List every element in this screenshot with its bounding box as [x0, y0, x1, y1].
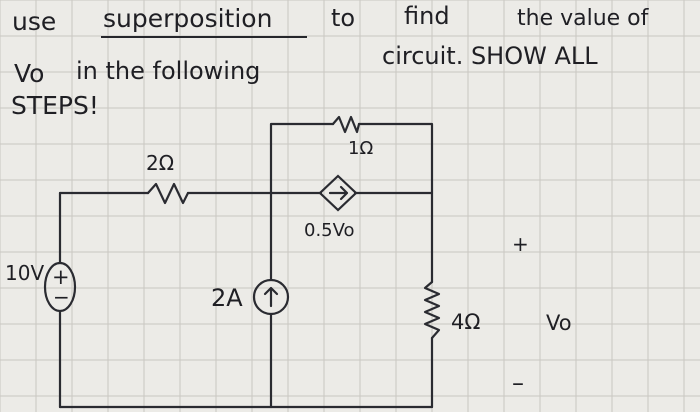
- current-source-up-arrow-icon: [263, 286, 279, 308]
- resistor-4ohm: 4Ω: [423, 280, 480, 340]
- current-source-label: 2A: [211, 284, 243, 312]
- voltage-source-minus: −: [53, 285, 70, 309]
- circuit-wires: [58, 122, 434, 409]
- resistor-1ohm: 1Ω: [331, 115, 373, 159]
- problem-text-vo: Vo: [14, 59, 44, 88]
- dependent-current-source: 0.5Vo: [304, 174, 358, 241]
- problem-text-steps: STEPS!: [11, 91, 99, 120]
- problem-text-find: find: [404, 2, 450, 30]
- problem-text-to: to: [331, 4, 355, 32]
- wire-top-right: [353, 191, 434, 284]
- problem-text-in-the-following: in the following: [76, 57, 260, 85]
- problem-text-use: use: [12, 7, 56, 36]
- voltage-source-plus: +: [52, 265, 70, 289]
- resistor-2ohm-symbol: [146, 182, 190, 205]
- resistor-2ohm: 2Ω: [146, 151, 190, 205]
- problem-text-superposition: superposition: [103, 4, 272, 33]
- voltage-source-circle: [43, 261, 77, 313]
- dependent-source-label: 0.5Vo: [304, 220, 355, 241]
- current-source-2a: 2A: [211, 278, 290, 316]
- problem-text-circuit-show-all: circuit. SHOW ALL: [382, 42, 598, 70]
- output-label: Vo: [546, 311, 572, 335]
- wire-loop-right: [357, 122, 434, 195]
- problem-text-the-value-of: the value of: [517, 6, 650, 31]
- problem-statement: use superposition to find the value of V…: [11, 2, 650, 120]
- resistor-4ohm-symbol: [423, 280, 441, 340]
- voltage-source-label: 10V: [5, 261, 44, 285]
- dependent-source-diamond: [318, 174, 358, 212]
- current-source-circle: [252, 278, 290, 316]
- resistor-4ohm-label: 4Ω: [451, 310, 480, 334]
- dependent-source-arrow-icon: [328, 185, 349, 201]
- resistor-1ohm-label: 1Ω: [348, 138, 373, 159]
- wire-loop-left: [269, 122, 335, 195]
- resistor-2ohm-label: 2Ω: [146, 151, 174, 175]
- output-voltage-markers: + Vo –: [512, 232, 572, 397]
- voltage-source-10v: + − 10V: [5, 261, 77, 313]
- resistor-1ohm-symbol: [331, 115, 361, 134]
- output-plus: +: [512, 232, 529, 256]
- output-minus: –: [512, 369, 524, 397]
